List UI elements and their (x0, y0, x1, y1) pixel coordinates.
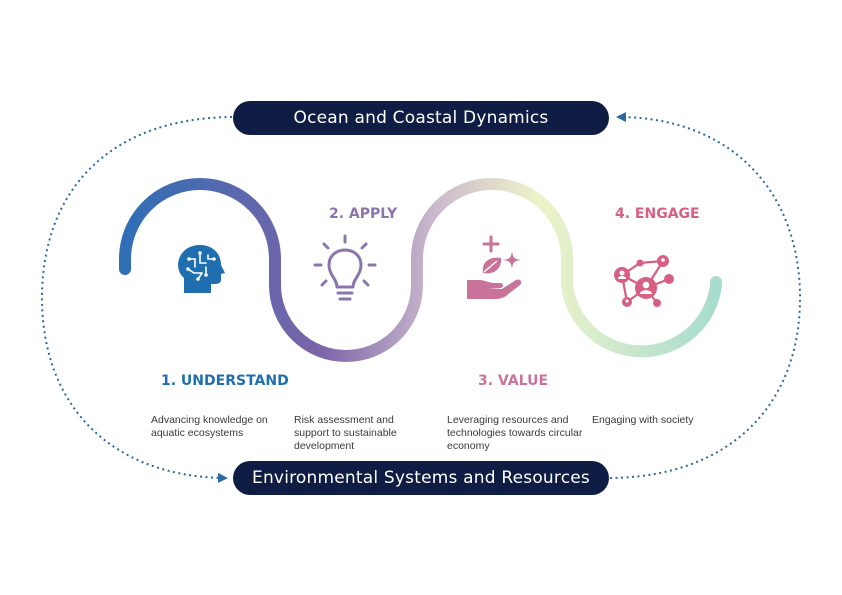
step-description-apply: Risk assessment and support to sustainab… (294, 414, 397, 452)
cycle-arrow-left (40, 116, 233, 483)
brain-head-icon (178, 245, 225, 293)
step-title-engage: 4. ENGAGE (615, 206, 700, 222)
step-title-value: 3. VALUE (478, 373, 549, 389)
top-bar-label: Ocean and Coastal Dynamics (293, 108, 549, 128)
ocean-coastal-dynamics-bar: Ocean and Coastal Dynamics (233, 101, 609, 135)
step-title-apply: 2. APPLY (329, 206, 398, 222)
people-network-icon (614, 255, 674, 307)
step-description-value: Leveraging resources and technologies to… (447, 414, 583, 452)
process-wave (119, 178, 722, 362)
step-description-understand: Advancing knowledge on aquatic ecosystem… (151, 414, 268, 439)
bottom-bar-label: Environmental Systems and Resources (252, 468, 590, 488)
hand-leaf-icon (467, 235, 522, 299)
step-description-engage: Engaging with society (592, 414, 694, 426)
environmental-systems-bar: Environmental Systems and Resources (233, 461, 609, 495)
lightbulb-icon (313, 234, 377, 301)
cycle-arrow-right (609, 112, 802, 479)
step-title-understand: 1. UNDERSTAND (161, 373, 289, 389)
